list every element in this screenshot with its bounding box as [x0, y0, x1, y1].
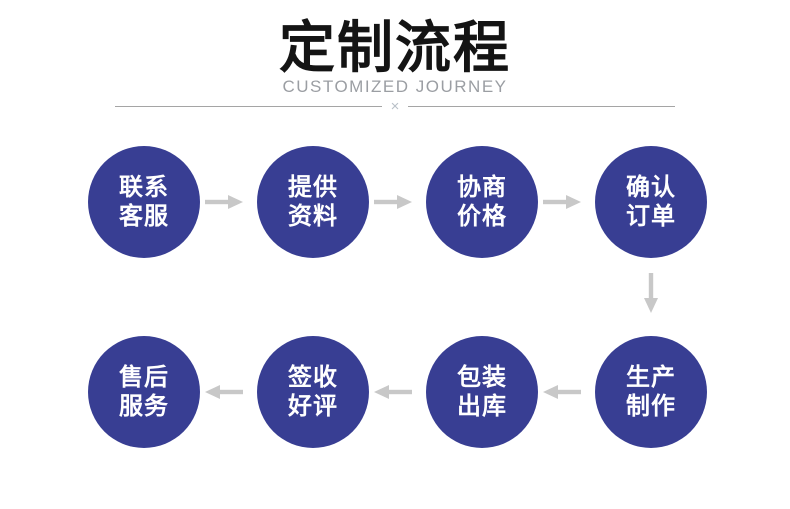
- step-label-line: 价格: [457, 203, 507, 230]
- step-label-line: 售后: [119, 363, 169, 391]
- step-label-line: 资料: [288, 203, 338, 230]
- step-label-line: 提供: [288, 173, 338, 201]
- left-arrow-icon: [205, 385, 243, 399]
- step-label-line: 联系: [119, 173, 169, 201]
- step-label-line: 订单: [626, 203, 676, 230]
- page-subtitle: CUSTOMIZED JOURNEY: [282, 77, 508, 96]
- step-confirm-order: 确认 订单: [595, 146, 707, 258]
- step-label-line: 服务: [119, 393, 169, 420]
- step-label-line: 生产: [626, 363, 676, 391]
- right-arrow-icon: [205, 195, 243, 209]
- step-sign-review: 签收 好评: [257, 336, 369, 448]
- divider: ×: [115, 98, 676, 115]
- step-production: 生产 制作: [595, 336, 707, 448]
- left-arrow-icon: [374, 385, 412, 399]
- step-label-line: 确认: [626, 173, 676, 201]
- left-arrow-icon: [543, 385, 581, 399]
- divider-line-right: [408, 106, 676, 107]
- step-label-line: 好评: [288, 393, 338, 420]
- step-label-line: 包装: [457, 363, 507, 391]
- page-title: 定制流程: [279, 16, 511, 79]
- step-after-sales-service: 售后 服务: [88, 336, 200, 448]
- step-label-line: 协商: [457, 173, 507, 201]
- step-label-line: 制作: [626, 393, 676, 420]
- divider-x-symbol: ×: [390, 98, 400, 115]
- step-packaging-shipment: 包装 出库: [426, 336, 538, 448]
- down-arrow-icon: [644, 273, 658, 313]
- step-label-line: 出库: [457, 393, 507, 420]
- step-contact-service: 联系 客服: [88, 146, 200, 258]
- right-arrow-icon: [374, 195, 412, 209]
- step-label-line: 签收: [288, 363, 338, 391]
- step-provide-materials: 提供 资料: [257, 146, 369, 258]
- step-negotiate-price: 协商 价格: [426, 146, 538, 258]
- divider-line-left: [115, 106, 382, 107]
- right-arrow-icon: [543, 195, 581, 209]
- step-label-line: 客服: [119, 203, 169, 230]
